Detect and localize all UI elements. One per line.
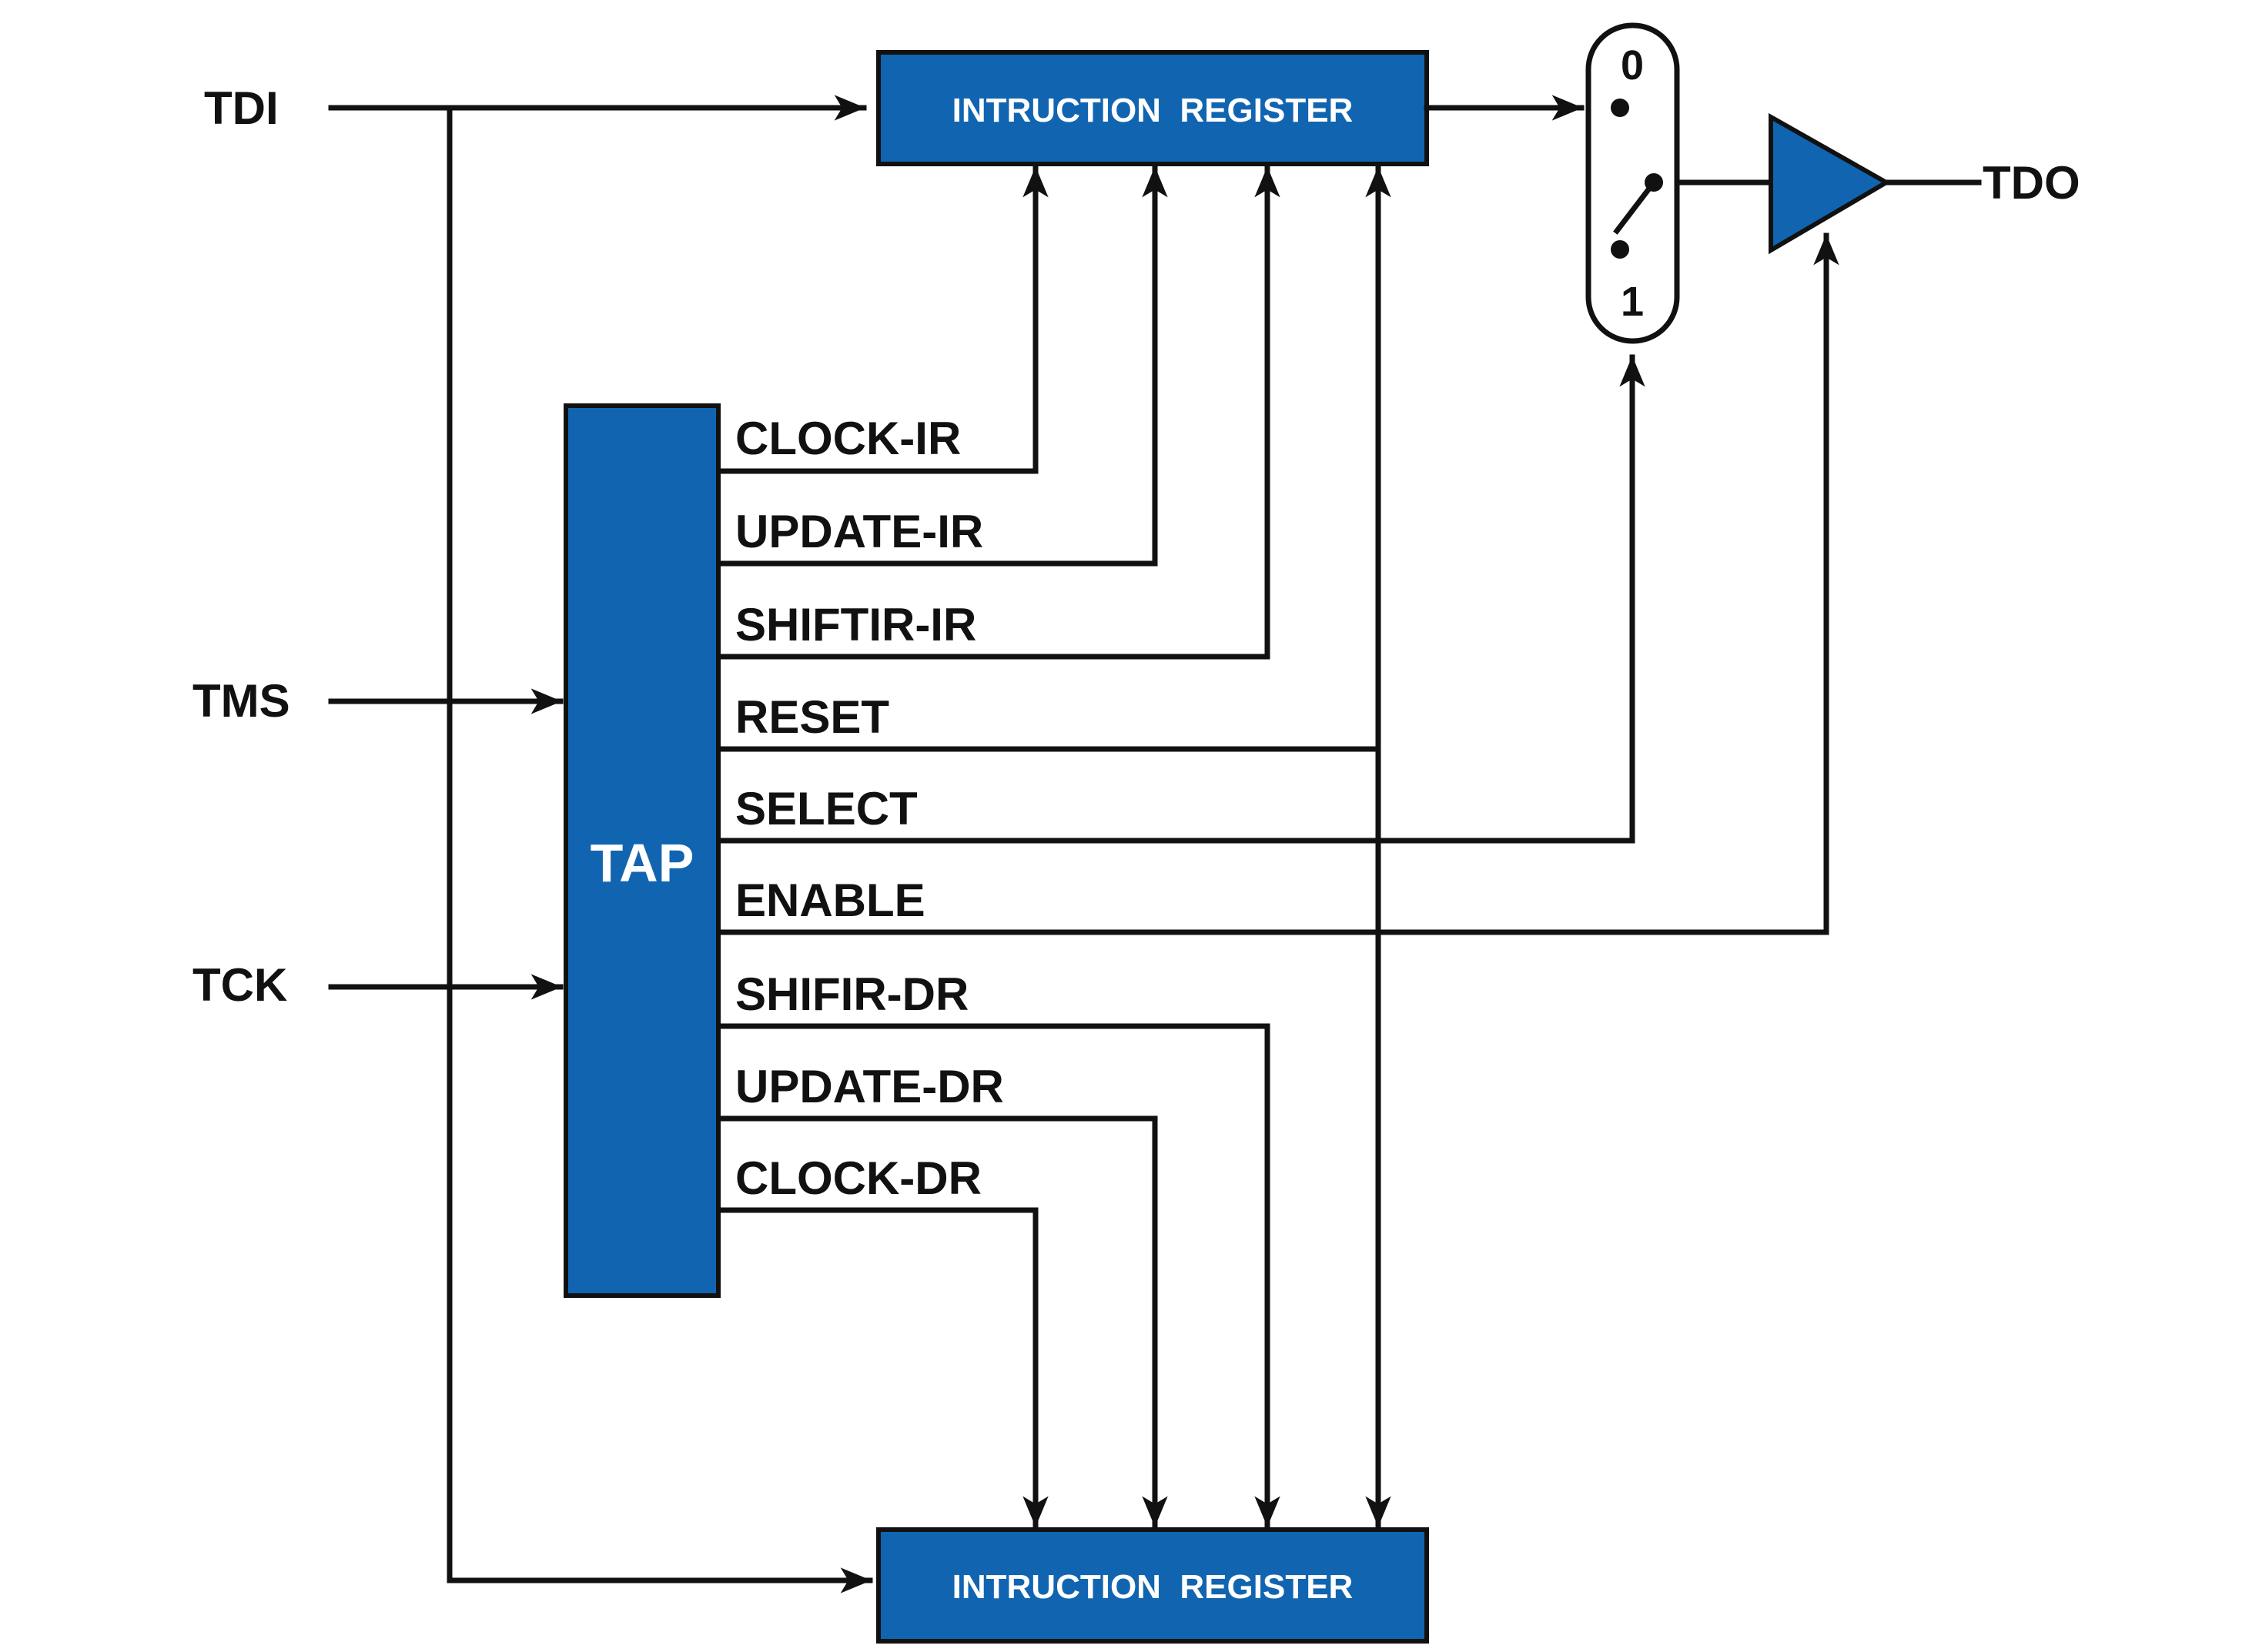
tms-label: TMS bbox=[192, 675, 290, 727]
bottom-instruction-register bbox=[876, 1527, 1429, 1644]
mux-input-0-label: 0 bbox=[1621, 42, 1644, 89]
shiftir-ir-wire bbox=[715, 165, 1280, 660]
mux-input-1-label: 1 bbox=[1621, 279, 1644, 325]
signal-label-shiftir-ir: SHIFTIR-IR bbox=[735, 599, 976, 650]
mux-switch-lever bbox=[1613, 179, 1658, 235]
signal-label-select: SELECT bbox=[735, 783, 918, 834]
signal-label-shifir-dr: SHIFIR-DR bbox=[735, 968, 969, 1020]
signal-label-enable: ENABLE bbox=[735, 874, 925, 926]
signal-label-update-dr: UPDATE-DR bbox=[735, 1061, 1004, 1112]
signal-label-clock-ir: CLOCK-IR bbox=[735, 413, 961, 464]
enable-wire bbox=[715, 232, 1839, 935]
tdi-wire-to-bottom-register bbox=[447, 105, 873, 1593]
signal-label-clock-dr: CLOCK-DR bbox=[735, 1152, 982, 1204]
tap-label: TAP bbox=[591, 833, 694, 893]
update-ir-wire bbox=[715, 165, 1168, 567]
signal-label-reset: RESET bbox=[735, 691, 889, 743]
clock-dr-wire bbox=[715, 1207, 1049, 1529]
update-dr-wire bbox=[715, 1115, 1168, 1529]
select-wire bbox=[715, 354, 1645, 844]
tck-label: TCK bbox=[192, 959, 287, 1011]
tdo-label: TDO bbox=[1983, 157, 2080, 209]
output-buffer bbox=[1769, 112, 1892, 255]
mux-contact-1 bbox=[1611, 240, 1629, 259]
clock-ir-wire bbox=[715, 165, 1049, 474]
shifir-dr-wire bbox=[715, 1023, 1280, 1529]
top-register-label: INTRUCTION REGISTER bbox=[952, 92, 1354, 129]
tdi-label: TDI bbox=[204, 82, 279, 134]
top-instruction-register bbox=[876, 50, 1429, 166]
signal-label-update-ir: UPDATE-IR bbox=[735, 506, 983, 557]
tap-block bbox=[564, 403, 721, 1298]
mux-contact-0 bbox=[1611, 99, 1629, 117]
bottom-register-label: INTRUCTION REGISTER bbox=[952, 1568, 1354, 1606]
